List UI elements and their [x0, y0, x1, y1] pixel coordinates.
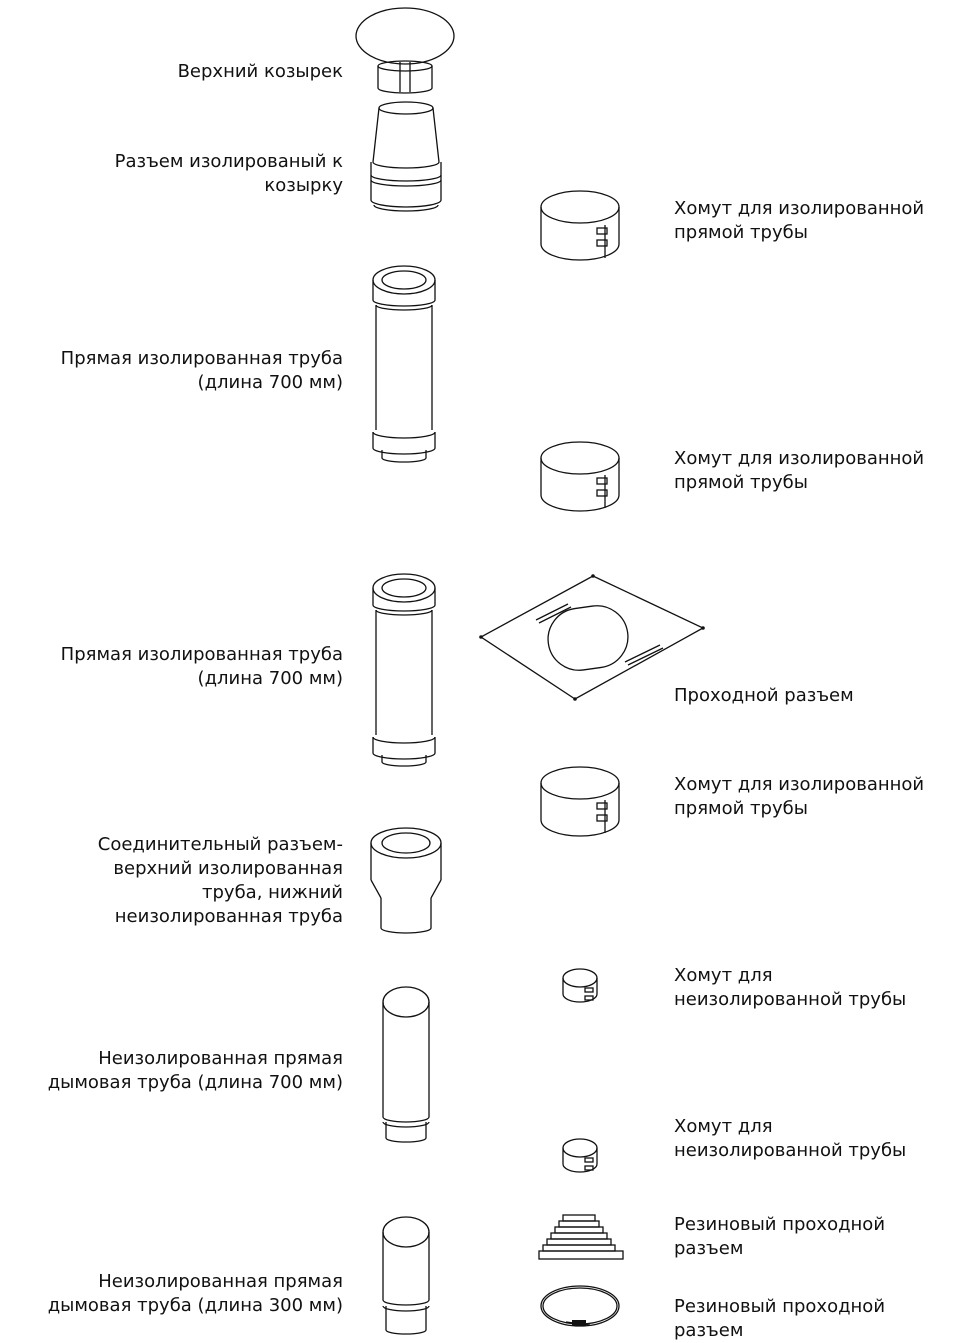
uninsulated-pipe-700-illustration [382, 986, 430, 1143]
label-insulated-pipe-1: Прямая изолированная труба (длина 700 мм… [60, 348, 343, 393]
transition-connector-illustration [370, 827, 442, 934]
clamp-uninsulated-2-illustration [562, 1138, 598, 1173]
label-clamp-insulated-2: Хомут для изолированной прямой трубы [674, 448, 925, 493]
label-clamp-uninsulated-1: Хомут для неизолированной трубы [674, 965, 907, 1010]
rubber-ring-illustration [540, 1285, 620, 1327]
insulated-pipe-2-illustration [372, 573, 436, 767]
label-top-cap: Верхний козырек [177, 61, 343, 82]
clamp-insulated-2-illustration [540, 441, 620, 512]
clamp-uninsulated-1-illustration [562, 968, 598, 1003]
label-clamp-uninsulated-2: Хомут для неизолированной трубы [674, 1116, 907, 1161]
label-clamp-insulated-3: Хомут для изолированной прямой трубы [674, 774, 925, 819]
uninsulated-pipe-300-illustration [382, 1216, 430, 1335]
cap-adapter-illustration [370, 101, 442, 212]
label-uninsulated-pipe-300: Неизолированная прямая дымовая труба (дл… [47, 1271, 343, 1316]
clamp-insulated-3-illustration [540, 766, 620, 837]
rubber-boot-illustration [538, 1214, 624, 1260]
label-rubber-boot: Резиновый проходной разъем [674, 1214, 886, 1259]
label-uninsulated-pipe-700: Неизолированная прямая дымовая труба (дл… [47, 1048, 343, 1093]
pass-through-plate-illustration [479, 574, 705, 701]
label-clamp-insulated-1: Хомут для изолированной прямой трубы [674, 198, 925, 243]
label-insulated-pipe-2: Прямая изолированная труба (длина 700 мм… [60, 644, 343, 689]
label-cap-adapter: Разъем изолированый к козырку [114, 151, 343, 196]
label-pass-through-plate: Проходной разъем [674, 685, 854, 706]
top-cap-illustration [355, 7, 455, 94]
insulated-pipe-1-illustration [372, 265, 436, 463]
label-transition-connector: Соединительный разъем- верхний изолирова… [97, 834, 343, 927]
clamp-insulated-1-illustration [540, 190, 620, 261]
label-rubber-ring: Резиновый проходной разъем [674, 1296, 886, 1341]
